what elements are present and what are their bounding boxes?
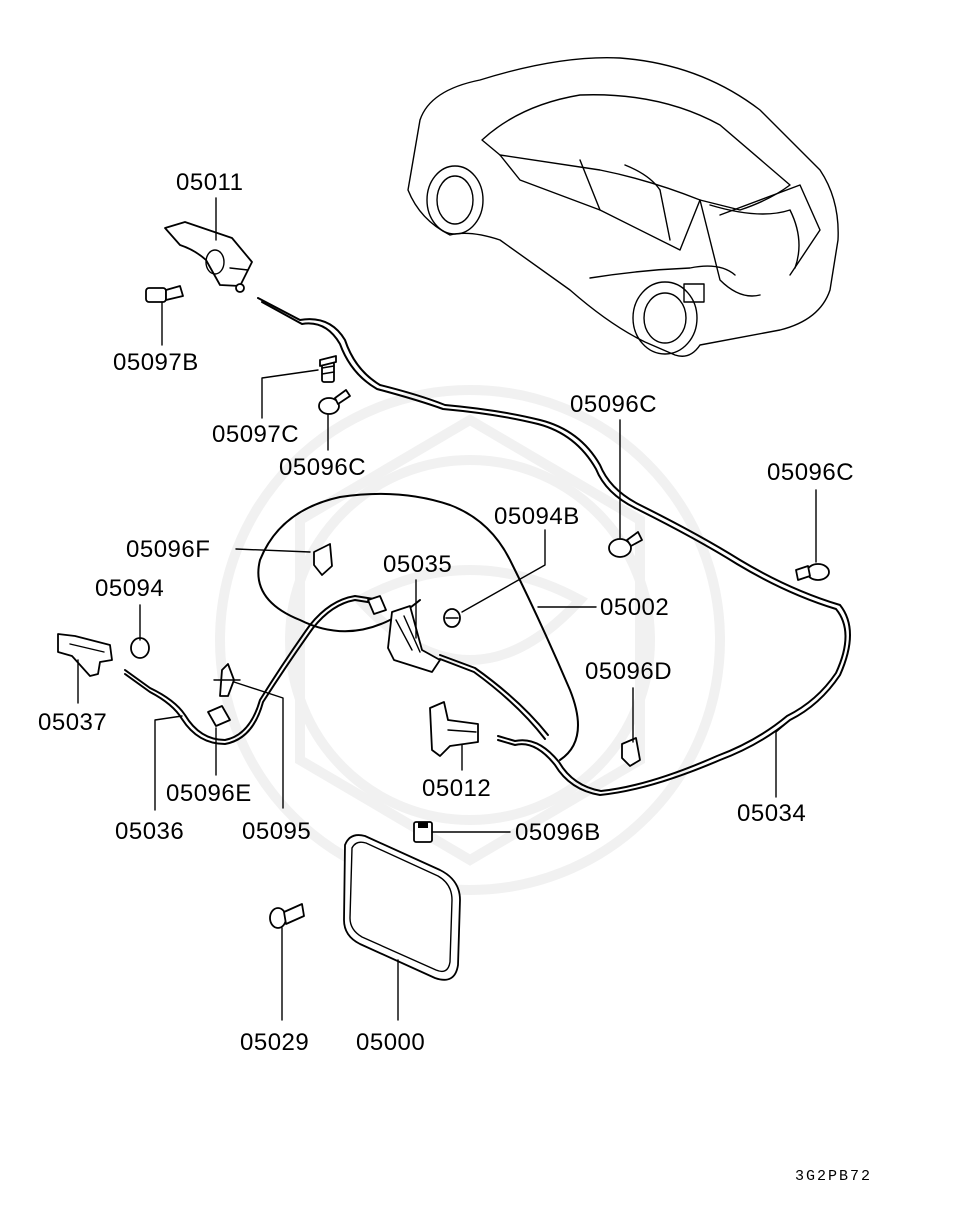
part-05029-spring xyxy=(269,903,305,929)
label-05034: 05034 xyxy=(737,800,806,827)
part-05035-opener-handle xyxy=(367,595,441,673)
label-05011: 05011 xyxy=(176,169,243,196)
part-05096D-clip xyxy=(621,737,641,767)
label-05094: 05094 xyxy=(95,575,164,602)
label-05029: 05029 xyxy=(240,1029,309,1056)
figure-code: 3G2PB72 xyxy=(795,1168,872,1185)
label-05097C: 05097C xyxy=(212,421,299,448)
part-05096F-clip xyxy=(313,543,333,576)
part-05096B-clip xyxy=(413,821,433,843)
label-05096D: 05096D xyxy=(585,658,672,685)
car-illustration xyxy=(407,56,839,357)
label-05002: 05002 xyxy=(600,594,669,621)
part-05094-grommet xyxy=(130,637,150,659)
label-05037: 05037 xyxy=(38,709,107,736)
part-05012-latch xyxy=(429,701,479,757)
label-05012: 05012 xyxy=(422,775,491,802)
label-05096E: 05096E xyxy=(166,780,252,807)
part-05011-bracket xyxy=(164,221,253,293)
label-05096C-a: 05096C xyxy=(279,454,366,481)
part-05095-clip xyxy=(213,663,241,697)
part-05037-lever xyxy=(57,633,113,677)
part-05096C-clip-b xyxy=(608,531,643,558)
label-05000: 05000 xyxy=(356,1029,425,1056)
label-05095: 05095 xyxy=(242,818,311,845)
part-05097B-clip xyxy=(145,285,184,303)
leader-lines xyxy=(77,197,817,1021)
part-05096E-clip xyxy=(207,705,231,727)
label-05096C-c: 05096C xyxy=(767,459,854,486)
label-05035: 05035 xyxy=(383,551,452,578)
label-05096B: 05096B xyxy=(515,819,601,846)
part-05094B-grommet xyxy=(443,608,461,628)
cable-assembly xyxy=(124,297,851,796)
label-05097B: 05097B xyxy=(113,349,199,376)
label-05096C-b: 05096C xyxy=(570,391,657,418)
label-05094B: 05094B xyxy=(494,503,580,530)
part-05097C-screw xyxy=(319,355,337,383)
part-05096C-clip-c xyxy=(795,563,830,581)
label-05096F: 05096F xyxy=(126,536,210,563)
part-05096C-clip-a xyxy=(318,389,351,415)
part-05000-fuel-lid xyxy=(343,834,461,981)
label-05036: 05036 xyxy=(115,818,184,845)
